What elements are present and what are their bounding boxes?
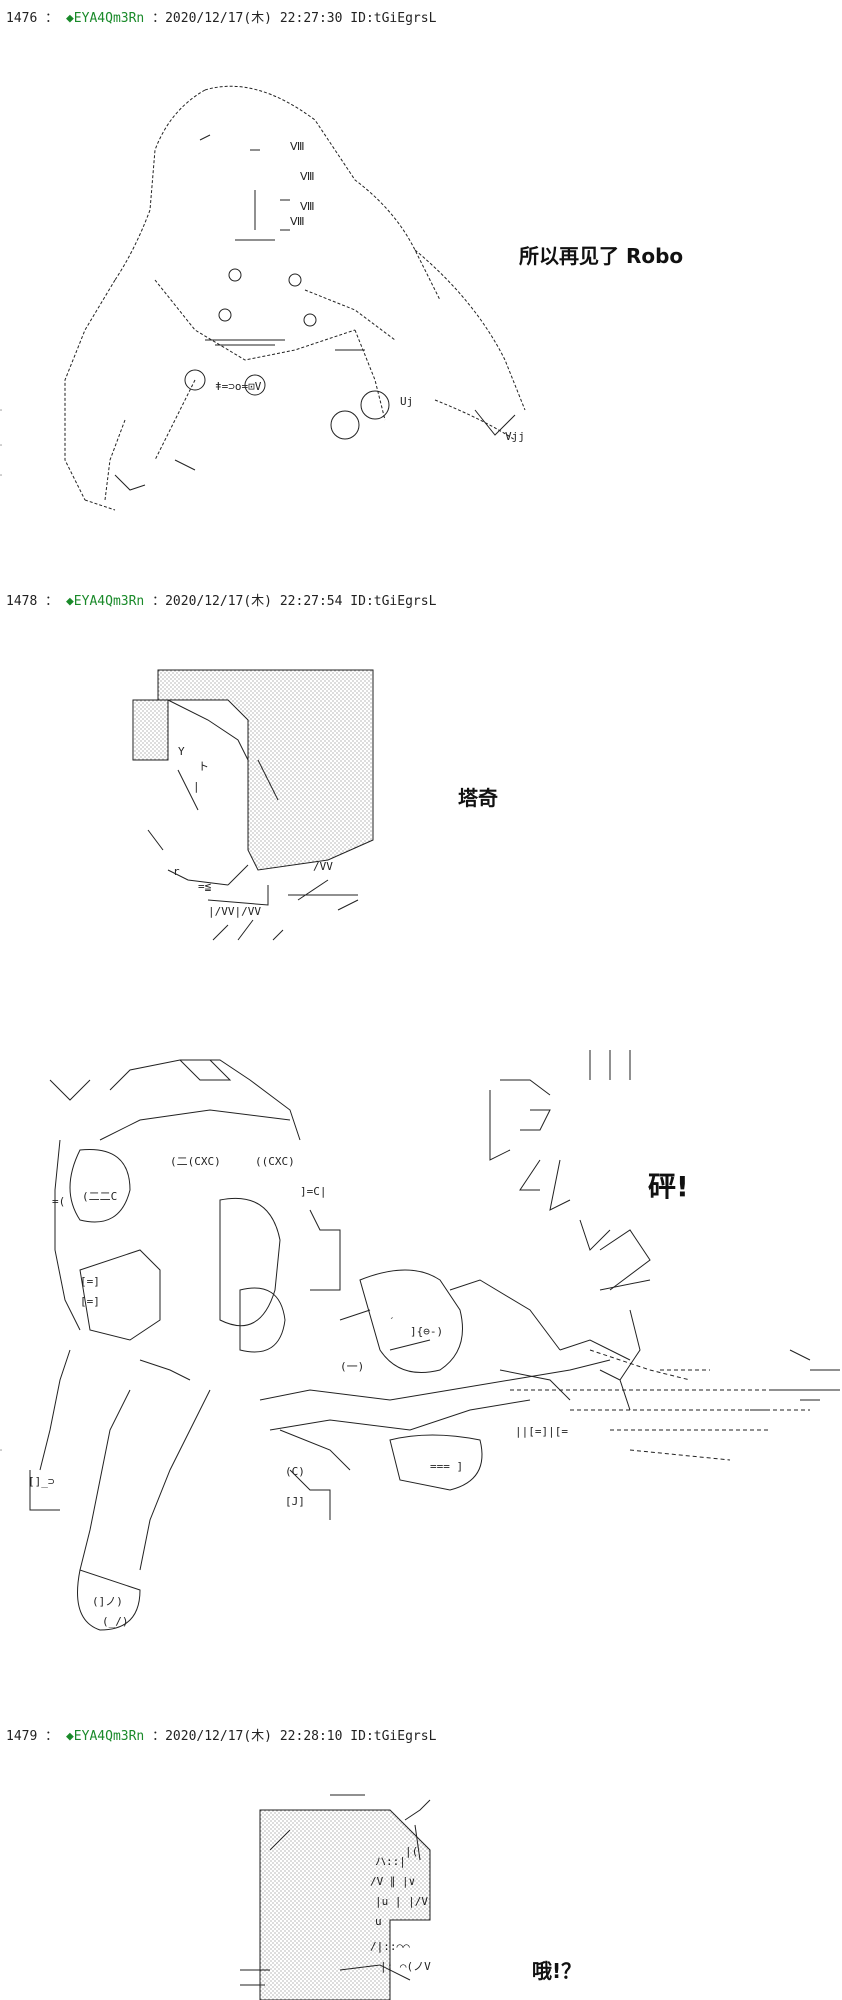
- post-sep: ：: [45, 594, 59, 609]
- svg-text:r: r: [173, 865, 180, 878]
- svg-text:ˊ: ˊ: [390, 1315, 394, 1328]
- caption-tachi: 塔奇: [458, 786, 498, 810]
- post-datetime: ：2020/12/17(木) 22:28:10: [152, 1729, 343, 1744]
- post-id[interactable]: ID:tGiEgrsL: [350, 11, 437, 26]
- poster-trip[interactable]: ◆EYA4Qm3Rn: [65, 11, 145, 26]
- post-sep: ：: [45, 11, 59, 26]
- svg-text:=(: =(: [52, 1195, 65, 1208]
- post-header-1479: 1479 ： ◆EYA4Qm3Rn ：2020/12/17(木) 22:28:1…: [6, 1728, 436, 1746]
- svg-text:=≦: =≦: [198, 880, 212, 893]
- post-sep: ：: [45, 1729, 59, 1744]
- svg-text:(_/): (_/): [102, 1615, 129, 1628]
- post-header-1476: 1476 ： ◆EYA4Qm3Rn ：2020/12/17(木) 22:27:3…: [6, 10, 436, 28]
- svg-text:ト: ト: [198, 760, 209, 773]
- caption-goodbye-robo: 所以再见了 Robo: [519, 244, 684, 268]
- svg-text:]{⊖-): ]{⊖-): [410, 1325, 443, 1338]
- svg-text:/V ∥ |∨: /V ∥ |∨: [370, 1875, 415, 1888]
- poster-trip[interactable]: ◆EYA4Qm3Rn: [65, 594, 145, 609]
- svg-text:[=]: [=]: [80, 1295, 100, 1308]
- svg-text:ハ::|: ハ::|: [375, 1855, 406, 1868]
- svg-text:[]_⊃: []_⊃: [28, 1475, 55, 1488]
- post-number: 1478: [6, 594, 38, 609]
- caption-bang: 砰!: [648, 1170, 689, 1203]
- ascii-art-explosion-scene: (二(CXC) ((CXC) =( (二二C [=] [=] ]=C| ˊ ]{…: [28, 1050, 840, 1660]
- svg-text:Vjj: Vjj: [505, 430, 525, 443]
- svg-text:|/VV|/VV: |/VV|/VV: [208, 905, 261, 918]
- svg-text:Y: Y: [178, 745, 185, 758]
- post-datetime: ：2020/12/17(木) 22:27:30: [152, 11, 343, 26]
- svg-text:(二二C: (二二C: [82, 1190, 117, 1203]
- svg-text:Ⅷ: Ⅷ: [300, 170, 315, 183]
- svg-text:Ⅷ: Ⅷ: [290, 140, 305, 153]
- svg-text:Ⅷ: Ⅷ: [290, 215, 305, 228]
- post-id[interactable]: ID:tGiEgrsL: [350, 1729, 437, 1744]
- svg-text:=== ]: === ]: [430, 1460, 463, 1473]
- svg-text:|u | |/V: |u | |/V: [375, 1895, 428, 1908]
- svg-text:/|::⌒⌒: /|::⌒⌒: [370, 1940, 410, 1953]
- svg-text:Uj: Uj: [400, 395, 413, 408]
- svg-text:||[=]|[=: ||[=]|[=: [515, 1425, 568, 1438]
- svg-text:|: ⌒(ノV: |: ⌒(ノV: [380, 1960, 431, 1973]
- caption-oh: 哦!？: [532, 1959, 582, 1983]
- svg-text:(C): (C): [285, 1465, 305, 1478]
- margin-dots: [0, 409, 2, 1451]
- poster-trip[interactable]: ◆EYA4Qm3Rn: [65, 1729, 145, 1744]
- svg-text:|: |: [193, 780, 200, 793]
- post-header-1478: 1478 ： ◆EYA4Qm3Rn ：2020/12/17(木) 22:27:5…: [6, 593, 436, 611]
- svg-text:(一): (一): [340, 1360, 364, 1373]
- post-number: 1479: [6, 1729, 38, 1744]
- svg-text:ǂ=⊃o=⊡V: ǂ=⊃o=⊡V: [215, 380, 262, 393]
- svg-text:(]ノ): (]ノ): [92, 1595, 123, 1608]
- svg-text:u: u: [375, 1915, 382, 1928]
- svg-text:|(: |(: [405, 1845, 418, 1858]
- svg-text:((CXC): ((CXC): [255, 1155, 295, 1168]
- ascii-art-hooded-figure: Y ト | r =≦ |/VV|/VV /VV: [128, 660, 388, 960]
- svg-text:]=C|: ]=C|: [300, 1185, 327, 1198]
- post-number: 1476: [6, 11, 38, 26]
- svg-text:Ⅷ: Ⅷ: [300, 200, 315, 213]
- svg-text:(二(CXC): (二(CXC): [170, 1155, 221, 1168]
- post-datetime: ：2020/12/17(木) 22:27:54: [152, 594, 343, 609]
- post-id[interactable]: ID:tGiEgrsL: [350, 594, 437, 609]
- ascii-art-surprised-figure: |( ハ::| /V ∥ |∨ |u | |/V u /|::⌒⌒ |: ⌒(ノ…: [180, 1790, 431, 2000]
- svg-text:/VV: /VV: [313, 860, 333, 873]
- svg-text:[J]: [J]: [285, 1495, 305, 1508]
- ascii-art-robot-figure: Ⅷ Ⅷ Ⅷ Ⅷ ǂ=⊃o=⊡V Uj Vjj: [55, 80, 565, 535]
- svg-text:[=]: [=]: [80, 1275, 100, 1288]
